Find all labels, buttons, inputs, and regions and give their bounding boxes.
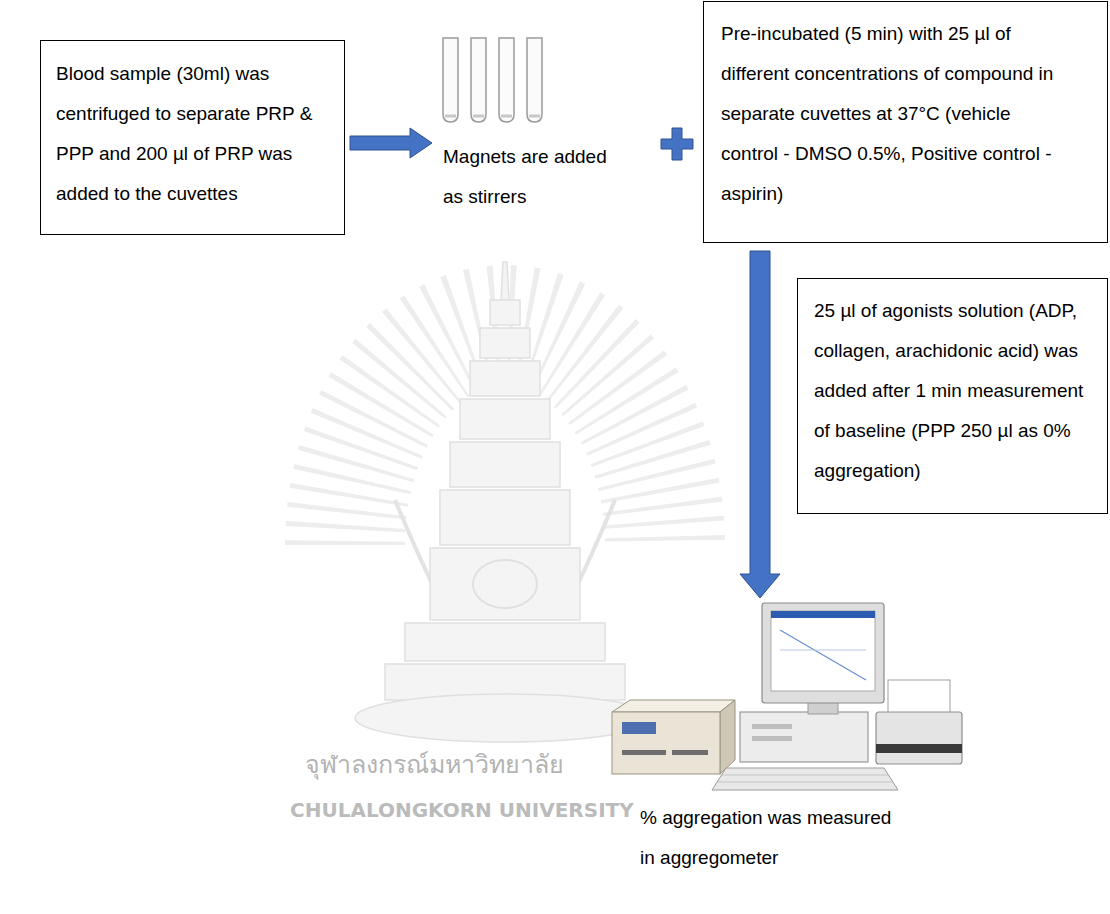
seal-ornament (473, 560, 537, 608)
monitor (762, 603, 884, 703)
cuvettes-illustration (443, 38, 542, 122)
printer (876, 712, 962, 764)
cuvette (499, 38, 514, 122)
aggregometer-top (612, 700, 735, 712)
seal-tier (480, 328, 530, 358)
aggregometer-display (622, 722, 656, 734)
drive-slot (752, 736, 792, 741)
seal-pedestal (355, 694, 655, 742)
process-box: Blood sample (30ml) was centrifuged to s… (40, 40, 345, 235)
watermark-text: CHULALONGKORN UNIVERSITY (290, 798, 634, 822)
process-box: Pre-incubated (5 min) with 25 µl of diff… (703, 1, 1108, 243)
cuvette (443, 38, 458, 122)
process-box: 25 µl of agonists solution (ADP, collage… (797, 278, 1108, 514)
monitor-screen (771, 611, 875, 691)
seal-tier (450, 442, 560, 487)
watermark-text: จุฬาลงกรณ์มหาวิทยาลัย (305, 744, 564, 784)
block-arrow (350, 128, 432, 158)
seal-spire (501, 262, 509, 300)
cuvette (471, 38, 486, 122)
keyboard-keys (718, 775, 892, 782)
aggregometer-illustration (612, 603, 962, 790)
seal-tier (490, 300, 520, 325)
seal-tier (470, 361, 540, 396)
aggregometer-side (720, 700, 735, 774)
node-text: Blood sample (30ml) was centrifuged to s… (56, 54, 329, 214)
trace-line (780, 630, 866, 680)
cuvette-liquid (445, 115, 540, 118)
seal-platform (405, 623, 605, 661)
window-titlebar (771, 611, 875, 618)
aggregometer-slot (672, 750, 708, 755)
aggregometer-front (612, 712, 720, 774)
node-text: 25 µl of agonists solution (ADP, collage… (814, 291, 1095, 491)
seal-tier (440, 490, 570, 545)
node-text: Pre-incubated (5 min) with 25 µl of diff… (721, 14, 1066, 214)
cuvette (527, 38, 542, 122)
seal-rays (345, 325, 665, 545)
node-text: Magnets are added as stirrers (443, 137, 623, 217)
seal-tier (460, 399, 550, 439)
aggregometer-slot (622, 750, 666, 755)
seal-body (430, 548, 580, 620)
printer-slot (876, 744, 962, 753)
keyboard (712, 768, 898, 790)
drive-slot (752, 724, 792, 729)
instrument-node: % aggregation was measured in aggregomet… (598, 600, 963, 890)
grid-line (780, 650, 866, 651)
block-arrow (740, 251, 780, 598)
desktop-unit (740, 712, 868, 762)
node-text: % aggregation was measured in aggregomet… (640, 798, 902, 878)
caption-note: Magnets are added as stirrers (437, 133, 629, 223)
plus-symbol (661, 128, 693, 160)
seal-watermark (345, 262, 665, 742)
printer-paper (888, 680, 950, 714)
